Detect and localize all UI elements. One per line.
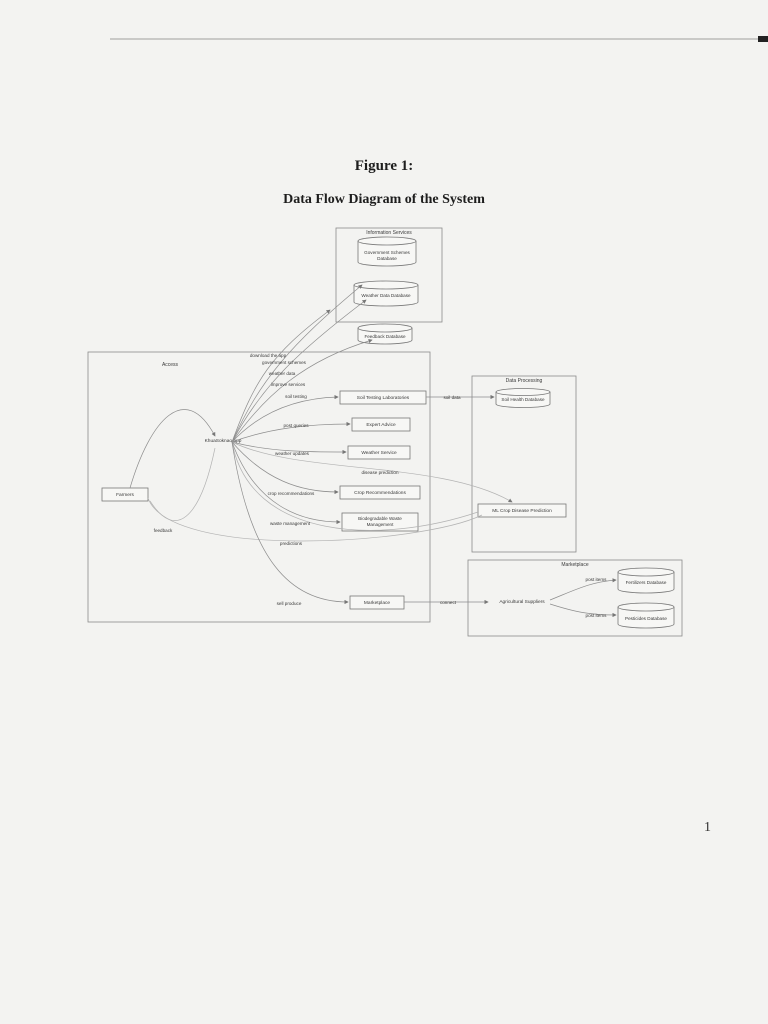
ml-crop-disease-label: ML Crop Disease Prediction <box>492 508 552 514</box>
edge-label-soil-testing: soil testing <box>285 394 307 399</box>
pesticides-db-label: Pesticides Database <box>625 616 667 621</box>
feedback-db-label: Feedback Database <box>364 334 406 339</box>
edge-label-government-schemes: government schemes <box>262 360 307 365</box>
access-label: Access <box>162 362 179 368</box>
weather-data-database: Weather Data Database <box>353 280 419 307</box>
edge-label-weather-updates: weather updates <box>275 451 310 456</box>
edge-weather-updates <box>231 441 347 455</box>
farmers-label: Farmers <box>116 492 134 498</box>
edge-waste-management <box>231 441 341 525</box>
edge-label-waste-management: waste management <box>270 521 311 526</box>
edge-crop-recommendations <box>231 441 339 495</box>
ml-crop-disease-prediction-node: ML Crop Disease Prediction <box>477 503 567 518</box>
edge-government-schemes <box>231 284 363 443</box>
information-services-group <box>335 227 443 323</box>
edge-sell-produce <box>231 441 349 605</box>
government-schemes-db-line1: Government Schemes <box>364 250 410 255</box>
edge-label-connect: connect <box>440 600 457 605</box>
edge-disease-prediction <box>231 441 513 503</box>
edge-download-app <box>231 309 331 443</box>
edge-soil-testing <box>231 394 339 443</box>
marketplace-node: Marketplace <box>349 595 405 610</box>
edge-feedback <box>147 497 483 542</box>
app-hub-node: KhuaSoknao app <box>205 438 242 444</box>
edge-farmers-to-app <box>129 409 216 489</box>
expert-advice-label: Expert Advice <box>366 422 396 428</box>
edge-label-post-items-2: post items <box>586 613 608 618</box>
government-schemes-database: Government Schemes Database <box>357 236 417 267</box>
marketplace-group <box>467 559 683 637</box>
feedback-database: Feedback Database <box>357 323 413 345</box>
soil-testing-laboratories-label: Soil Testing Laboratories <box>357 395 410 401</box>
edge-app-to-farmers <box>149 447 216 521</box>
edge-weather-data <box>231 299 367 443</box>
pesticides-database: Pesticides Database <box>617 602 675 629</box>
marketplace-node-label: Marketplace <box>364 600 390 606</box>
page-top-edge <box>110 38 760 40</box>
waste-management-line2: Management <box>367 522 395 527</box>
government-schemes-db-line2: Database <box>377 256 397 261</box>
edge-label-feedback: feedback <box>154 528 173 533</box>
edge-label-crop-recommendations: crop recommendations <box>268 491 315 496</box>
soil-health-database: Soil Health Database <box>495 388 551 408</box>
crop-recommendations-label: Crop Recommendations <box>354 490 406 496</box>
biodegradable-waste-management-node: Biodegradable Waste Management <box>341 512 419 532</box>
figure-caption: Data Flow Diagram of the System <box>283 192 485 207</box>
figure-label: Figure 1: <box>354 158 414 174</box>
farmers-node: Farmers <box>101 487 149 502</box>
crop-recommendations-node: Crop Recommendations <box>339 485 421 500</box>
waste-management-line1: Biodegradable Waste <box>358 516 402 521</box>
edge-label-weather-data: weather data <box>269 371 296 376</box>
page-corner-mark <box>758 36 768 42</box>
edge-label-disease-prediction: disease prediction <box>361 470 398 475</box>
page-number: 1 <box>704 820 711 835</box>
edge-label-soil-data: soil data <box>443 395 461 400</box>
soil-testing-laboratories-node: Soil Testing Laboratories <box>339 390 427 405</box>
edge-label-sell-produce: sell produce <box>277 601 302 606</box>
weather-service-label: Weather Service <box>361 450 397 456</box>
edge-label-post-queries: post queries <box>283 423 309 428</box>
marketplace-group-label: Marketplace <box>561 562 588 568</box>
access-group <box>87 351 431 623</box>
soil-health-db-label: Soil Health Database <box>501 397 545 402</box>
information-services-label: Information Services <box>366 230 412 236</box>
edge-post-items-pesticides <box>549 603 617 618</box>
expert-advice-node: Expert Advice <box>351 417 411 432</box>
fertilizers-db-label: Fertilizers Database <box>626 580 667 585</box>
agricultural-suppliers-label: Agricultural Suppliers <box>499 599 545 605</box>
edge-predictions <box>231 441 479 531</box>
edge-label-post-items-1: post items <box>586 577 608 582</box>
edge-label-improve-services: improve services <box>271 382 306 387</box>
edge-post-items-fertilizers <box>549 578 617 601</box>
fertilizers-database: Fertilizers Database <box>617 567 675 594</box>
data-processing-group <box>471 375 577 553</box>
app-hub-label: KhuaSoknao app <box>205 438 242 444</box>
edge-label-predictions: predictions <box>280 541 303 546</box>
edge-post-queries <box>231 421 351 443</box>
weather-data-db-label: Weather Data Database <box>361 293 411 298</box>
agricultural-suppliers-node: Agricultural Suppliers <box>499 599 545 605</box>
data-processing-label: Data Processing <box>506 378 543 384</box>
weather-service-node: Weather Service <box>347 445 411 460</box>
edge-label-download-app: download the app <box>250 353 287 358</box>
edge-improve-services <box>231 338 373 443</box>
